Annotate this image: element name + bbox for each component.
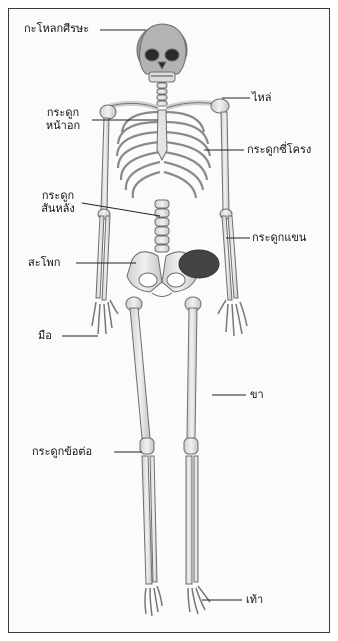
left-leg-bones — [126, 297, 157, 584]
label-sternum-line1: กระดูก — [34, 106, 92, 119]
label-hand: มือ — [38, 329, 52, 342]
left-arm-bones — [96, 118, 110, 300]
right-hand-bones — [218, 300, 247, 336]
label-sternum: กระดูก หน้าอก — [34, 106, 92, 132]
label-spine-line2: สันหลัง — [30, 202, 86, 215]
label-leg: ขา — [250, 388, 264, 401]
label-sternum-line2: หน้าอก — [34, 119, 92, 132]
label-arm: กระดูกแขน — [252, 231, 306, 244]
skull-bone — [137, 24, 187, 82]
left-hand-bones — [92, 300, 118, 334]
cervical-vertebrae — [157, 83, 167, 106]
label-ribs: กระดูกซี่โครง — [247, 143, 311, 156]
label-skull: กะโหลกศีรษะ — [24, 22, 89, 35]
right-leg-bones — [184, 297, 201, 584]
sternum-bone — [157, 110, 167, 160]
pelvis-bone — [127, 250, 219, 297]
leader-spine — [82, 203, 160, 216]
label-pelvis: สะโพก — [28, 256, 60, 269]
lumbar-vertebrae — [155, 200, 169, 252]
label-foot: เท้า — [246, 593, 263, 606]
right-arm-bones — [220, 112, 238, 300]
label-spine-line1: กระดูก — [30, 189, 86, 202]
left-foot-bones — [145, 586, 162, 616]
label-spine: กระดูก สันหลัง — [30, 189, 86, 215]
label-joint: กระดูกข้อต่อ — [32, 445, 92, 458]
label-shoulder: ไหล่ — [252, 91, 272, 104]
